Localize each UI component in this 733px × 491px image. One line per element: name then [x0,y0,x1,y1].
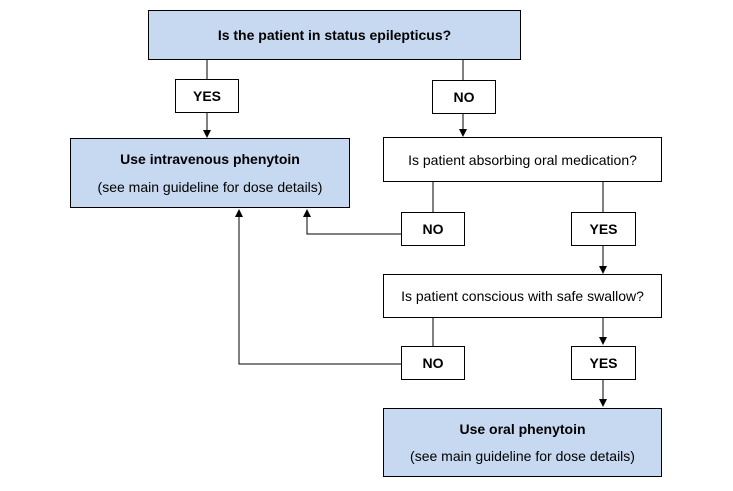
intravenous-phenytoin-note: (see main guideline for dose details) [97,179,323,195]
yes-box-safe-swallow: YES [571,346,636,380]
oral-absorption-question-text: Is patient absorbing oral medication? [408,151,637,168]
yes-box-status: YES [175,79,239,113]
intravenous-phenytoin-title: Use intravenous phenytoin [120,151,300,167]
no-box-status: NO [432,80,496,114]
no-box-oral-absorption: NO [401,212,465,246]
status-epilepticus-question-box: Is the patient in status epilepticus? [148,10,521,60]
no-label-safe-swallow: NO [422,355,444,371]
no-label-status: NO [453,89,475,105]
yes-label-oral-absorption: YES [589,221,618,237]
arrow-no-to-iv [303,209,401,235]
arrow-no-to-iv-long [235,209,401,365]
status-epilepticus-question-text: Is the patient in status epilepticus? [217,27,452,43]
yes-box-oral-absorption: YES [571,212,636,246]
intravenous-phenytoin-box: Use intravenous phenytoin (see main guid… [70,138,350,208]
oral-phenytoin-box: Use oral phenytoin (see main guideline f… [383,408,662,477]
no-label-oral-absorption: NO [422,221,444,237]
yes-label-safe-swallow: YES [589,355,618,371]
safe-swallow-question-box: Is patient conscious with safe swallow? [383,274,662,318]
oral-phenytoin-note: (see main guideline for dose details) [410,448,635,465]
oral-absorption-question-box: Is patient absorbing oral medication? [383,137,662,182]
oral-phenytoin-title: Use oral phenytoin [459,420,586,437]
no-box-safe-swallow: NO [401,346,465,380]
safe-swallow-question-text: Is patient conscious with safe swallow? [401,288,644,304]
yes-label-status: YES [192,88,221,104]
